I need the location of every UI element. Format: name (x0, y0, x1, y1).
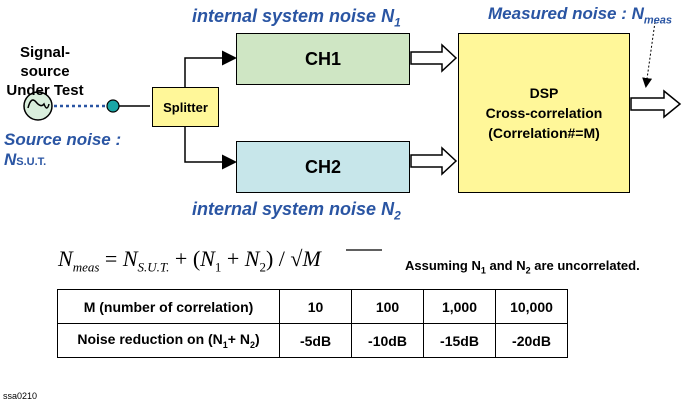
figure-code: ssa0210 (3, 391, 38, 401)
table-header-cell: 10 (279, 289, 352, 324)
source-node-icon (106, 99, 120, 113)
splitter-box: Splitter (152, 87, 219, 127)
ch1-to-dsp-arrow-icon (410, 43, 458, 73)
splitter-label: Splitter (163, 99, 208, 115)
dsp-title: DSP (529, 85, 559, 101)
table-row-label: Noise reduction on (N1+ N2) (57, 323, 280, 358)
ch2-to-dsp-arrow-icon (410, 146, 458, 176)
ch2-box: CH2 (236, 141, 410, 193)
table-header-cell: 10,000 (495, 289, 568, 324)
noise-formula: Nmeas = NS.U.T. + (N1 + N2) / √M (58, 246, 321, 275)
dsp-subtitle: Cross-correlation (485, 105, 603, 121)
ch2-label: CH2 (304, 156, 341, 177)
dsp-correlation-count: (Correlation#=M) (488, 125, 600, 141)
ch1-label: CH1 (304, 48, 341, 69)
ch1-box: CH1 (236, 33, 410, 85)
table-row: Noise reduction on (N1+ N2) -5dB -10dB -… (57, 323, 568, 358)
dsp-output-arrow-icon (630, 89, 682, 119)
splitter-to-ch2-line (184, 126, 237, 170)
table-cell: -15dB (423, 323, 496, 358)
table-header-cell: 1,000 (423, 289, 496, 324)
splitter-to-ch1-line (184, 50, 237, 87)
table-cell: -20dB (495, 323, 568, 358)
table-header-cell: 100 (351, 289, 424, 324)
table-cell: -5dB (279, 323, 352, 358)
signal-source-icon (23, 91, 53, 121)
dsp-box: DSP Cross-correlation (Correlation#=M) (458, 33, 630, 193)
measured-noise-pointer (642, 21, 656, 88)
uncorrelated-assumption: Assuming N1 and N2 are uncorrelated. (405, 258, 640, 276)
internal-noise-n2-label: internal system noise N2 (192, 199, 401, 223)
source-noise-label: Source noise : NS.U.T. (4, 130, 122, 169)
signal-source-label: Signal-source Under Test (6, 44, 84, 99)
noise-reduction-table: M (number of correlation) 10 100 1,000 1… (57, 289, 568, 358)
table-header-row: M (number of correlation) 10 100 1,000 1… (57, 289, 568, 324)
table-header-label: M (number of correlation) (57, 289, 280, 324)
table-cell: -10dB (351, 323, 424, 358)
internal-noise-n1-label: internal system noise N1 (192, 6, 401, 30)
measured-noise-label: Measured noise : Nmeas (488, 4, 673, 27)
